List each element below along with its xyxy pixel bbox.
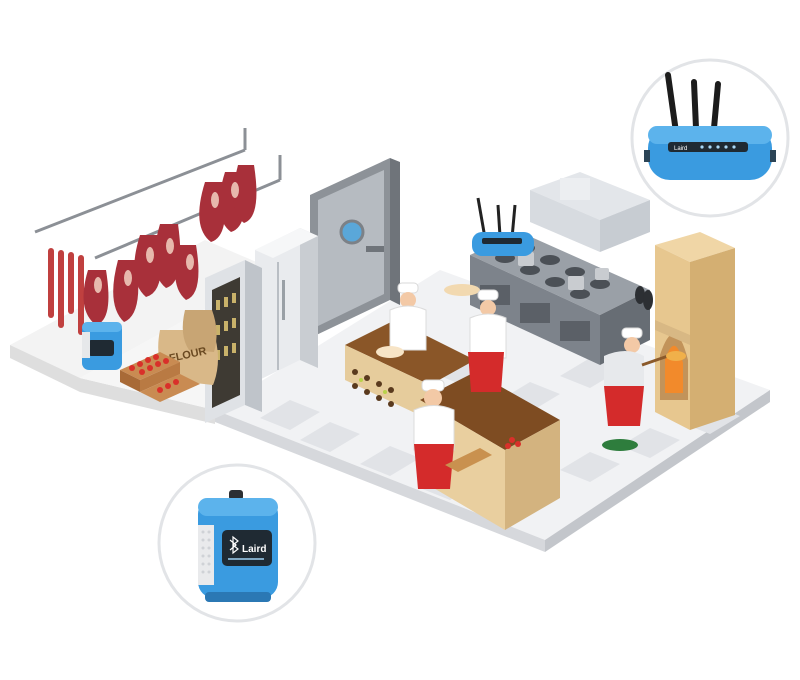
range-hood [530,172,650,252]
router-inset: Laird [630,58,790,218]
double-door-fridge [255,228,318,382]
display-fridge [205,260,262,423]
tomato-crates [120,352,200,402]
walk-in-freezer-door [310,158,400,338]
sensor-inset: Laird [157,463,317,623]
chef-at-oven [602,327,686,451]
chef-tossing-dough [444,284,507,392]
sensor-brand-label: Laird [242,544,266,555]
chef-cutting [413,379,521,489]
hanging-pans [635,286,653,310]
pizza-oven [655,232,735,430]
hanging-meat [48,165,257,335]
chef-kneading [376,282,427,358]
kitchen-router [472,197,534,256]
router-brand-label: Laird [674,146,687,152]
cold-room-sensor [82,322,122,370]
